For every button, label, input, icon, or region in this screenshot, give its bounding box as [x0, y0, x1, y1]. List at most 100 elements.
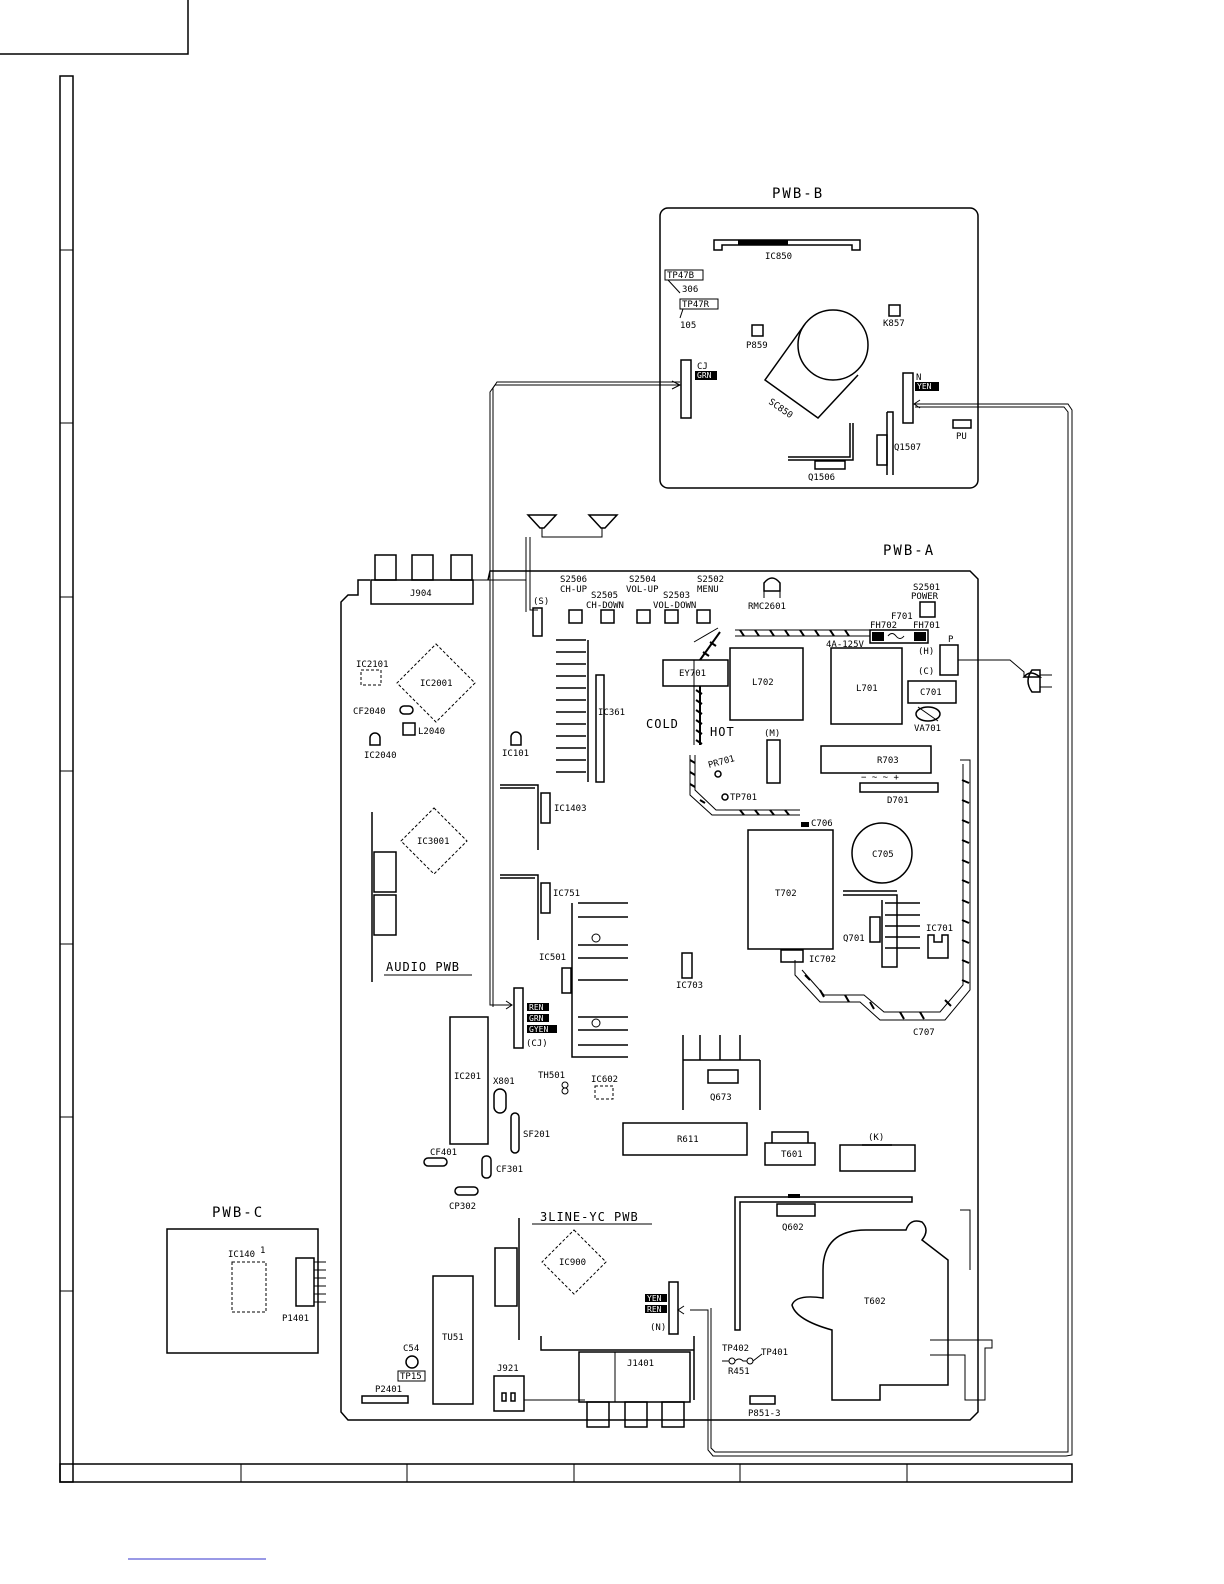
- fh701-label: FH701: [913, 621, 940, 631]
- va701-label: VA701: [914, 724, 941, 734]
- ic140-pin1: 1: [260, 1246, 265, 1256]
- cold-label: COLD: [646, 717, 679, 731]
- ic1403-label: IC1403: [554, 804, 587, 814]
- s-conn-label: (S): [533, 597, 549, 607]
- cj-tag1: REN: [529, 1003, 544, 1012]
- ey701-label: EY701: [679, 669, 706, 679]
- cj-tag: GRN: [697, 371, 712, 380]
- switch-s2502: [696, 609, 711, 624]
- d701-signs: − ~ ~ +: [861, 773, 900, 783]
- hot-label: HOT: [710, 725, 735, 739]
- p859-label: P859: [746, 341, 768, 351]
- tp15-label: TP15: [400, 1372, 422, 1382]
- cf301-label: CF301: [496, 1165, 523, 1175]
- p851-label: P851-3: [748, 1409, 781, 1419]
- tp402-label: TP402: [722, 1344, 749, 1354]
- pwb-c-board: PWB-C IC140 1 P1401: [166, 1205, 326, 1354]
- ic702-label: IC702: [809, 955, 836, 965]
- ic703-label: IC703: [676, 981, 703, 991]
- s2503-label: S2503: [663, 591, 690, 601]
- ic602-label: IC602: [591, 1075, 618, 1085]
- audio-pwb-label: AUDIO PWB: [386, 960, 460, 974]
- ic751-label: IC751: [553, 889, 580, 899]
- power-label: POWER: [911, 592, 939, 602]
- l702-label: L702: [752, 678, 774, 688]
- fh702-label: FH702: [870, 621, 897, 631]
- cf401-label: CF401: [430, 1148, 457, 1158]
- h-label: (H): [918, 647, 934, 657]
- c701-label: C701: [920, 688, 942, 698]
- r703-label: R703: [877, 756, 899, 766]
- vol-up-label: VOL-UP: [626, 585, 659, 595]
- switch-s2506: [568, 609, 583, 624]
- tp47r-label: TP47R: [682, 300, 710, 310]
- s2504-label: S2504: [629, 575, 656, 585]
- x801-label: X801: [493, 1077, 515, 1087]
- vol-down-label: VOL-DOWN: [653, 601, 696, 611]
- switch-s2503: [664, 609, 679, 624]
- q1507-label: Q1507: [894, 443, 921, 453]
- ic701-label: IC701: [926, 924, 953, 934]
- ic2101-label: IC2101: [356, 660, 389, 670]
- ic900-label: IC900: [559, 1258, 586, 1268]
- pwb-a-title: PWB-A: [883, 543, 935, 559]
- cj-tag3: GYEN: [529, 1025, 548, 1034]
- sc850-label: SC850: [766, 397, 794, 421]
- ch-down-label: CH-DOWN: [586, 601, 624, 611]
- c-label: (C): [918, 667, 934, 677]
- s2505-label: S2505: [591, 591, 618, 601]
- p2401-label: P2401: [375, 1385, 402, 1395]
- r611-label: R611: [677, 1135, 699, 1145]
- t702-label: T702: [775, 889, 797, 899]
- cj-conn-label: (CJ): [526, 1039, 548, 1049]
- ic361-label: IC361: [598, 708, 625, 718]
- q673-label: Q673: [710, 1093, 732, 1103]
- page-frame: [0, 0, 1073, 1560]
- r451-label: R451: [728, 1367, 750, 1377]
- ic2040-label: IC2040: [364, 751, 397, 761]
- f701-label: F701: [891, 612, 913, 622]
- n-tag1: YEN: [647, 1294, 662, 1303]
- l2040-label: L2040: [418, 727, 445, 737]
- tp401-label: TP401: [761, 1348, 788, 1358]
- l701-label: L701: [856, 684, 878, 694]
- tu51-label: TU51: [442, 1333, 464, 1343]
- n-tag: YEN: [917, 382, 932, 391]
- n-label: N: [916, 373, 921, 383]
- c707-label: C707: [913, 1028, 935, 1038]
- n-tag2: REN: [647, 1305, 662, 1314]
- k-label: (K): [868, 1133, 884, 1143]
- c705-label: C705: [872, 850, 894, 860]
- t602-label: T602: [864, 1297, 886, 1307]
- ic201-label: IC201: [454, 1072, 481, 1082]
- menu-label: MENU: [697, 585, 719, 595]
- rmc2601-label: RMC2601: [748, 602, 786, 612]
- switch-s2504: [636, 609, 651, 624]
- pwb-a-board: PWB-A J904 S2506 CH-UP S2504 VOL-UP S250…: [340, 543, 1052, 1428]
- s2502-label: S2502: [697, 575, 724, 585]
- j921-label: J921: [497, 1364, 519, 1374]
- ic3001-label: IC3001: [417, 837, 450, 847]
- pwb-b-title: PWB-B: [772, 186, 824, 202]
- pwb-b-board: PWB-B IC850 TP47B 306 TP47R 105 K857 P85…: [659, 186, 979, 489]
- pr701-label: PR701: [707, 754, 736, 771]
- tp47b-label: TP47B: [667, 271, 694, 281]
- j1401-label: J1401: [627, 1359, 654, 1369]
- pu-label: PU: [956, 432, 967, 442]
- m-label: (M): [764, 729, 780, 739]
- s2506-label: S2506: [560, 575, 587, 585]
- p-label: P: [948, 635, 954, 645]
- speakers: [525, 514, 619, 612]
- cj-tag2: GRN: [529, 1014, 544, 1023]
- n306-label: 306: [682, 285, 698, 295]
- d701-label: D701: [887, 796, 909, 806]
- 3line-yc-pwb-label: 3LINE-YC PWB: [540, 1210, 639, 1224]
- n105-label: 105: [680, 321, 696, 331]
- q1506-label: Q1506: [808, 473, 835, 483]
- fuse-rating-label: 4A-125V: [826, 640, 865, 650]
- pwb-c-title: PWB-C: [212, 1205, 264, 1221]
- p1401-label: P1401: [282, 1314, 309, 1324]
- t601-label: T601: [781, 1150, 803, 1160]
- switch-s2501: [919, 601, 936, 618]
